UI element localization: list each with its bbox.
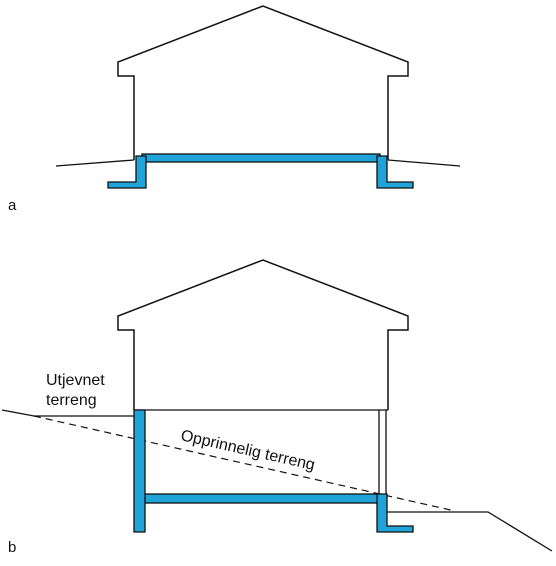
foundation-right-b bbox=[376, 493, 414, 533]
leveled-terrain-line bbox=[1, 409, 134, 417]
leveled-terrain-label-2: terreng bbox=[46, 392, 97, 409]
original-terrain-label: Opprinnelig terreng bbox=[179, 427, 316, 474]
foundation-left-a bbox=[107, 155, 147, 189]
figure-b-label: b bbox=[8, 539, 16, 556]
figure-a-label: a bbox=[8, 197, 17, 214]
floor-slab-a bbox=[141, 153, 381, 163]
ground-line-a bbox=[55, 159, 461, 167]
figure-b: Utjevnet terreng Opprinnelig terreng b bbox=[1, 259, 553, 556]
basement-right-wall-b bbox=[378, 410, 387, 494]
basement-left-wall-b bbox=[133, 409, 146, 533]
figure-a: a bbox=[8, 5, 461, 214]
leveled-terrain-label-1: Utjevnet bbox=[46, 372, 105, 389]
house-b-outline bbox=[117, 259, 409, 410]
basement-slab-b bbox=[144, 493, 382, 504]
terrain-right-b bbox=[386, 511, 553, 552]
house-a-outline bbox=[117, 5, 409, 160]
foundation-right-a bbox=[376, 155, 414, 189]
